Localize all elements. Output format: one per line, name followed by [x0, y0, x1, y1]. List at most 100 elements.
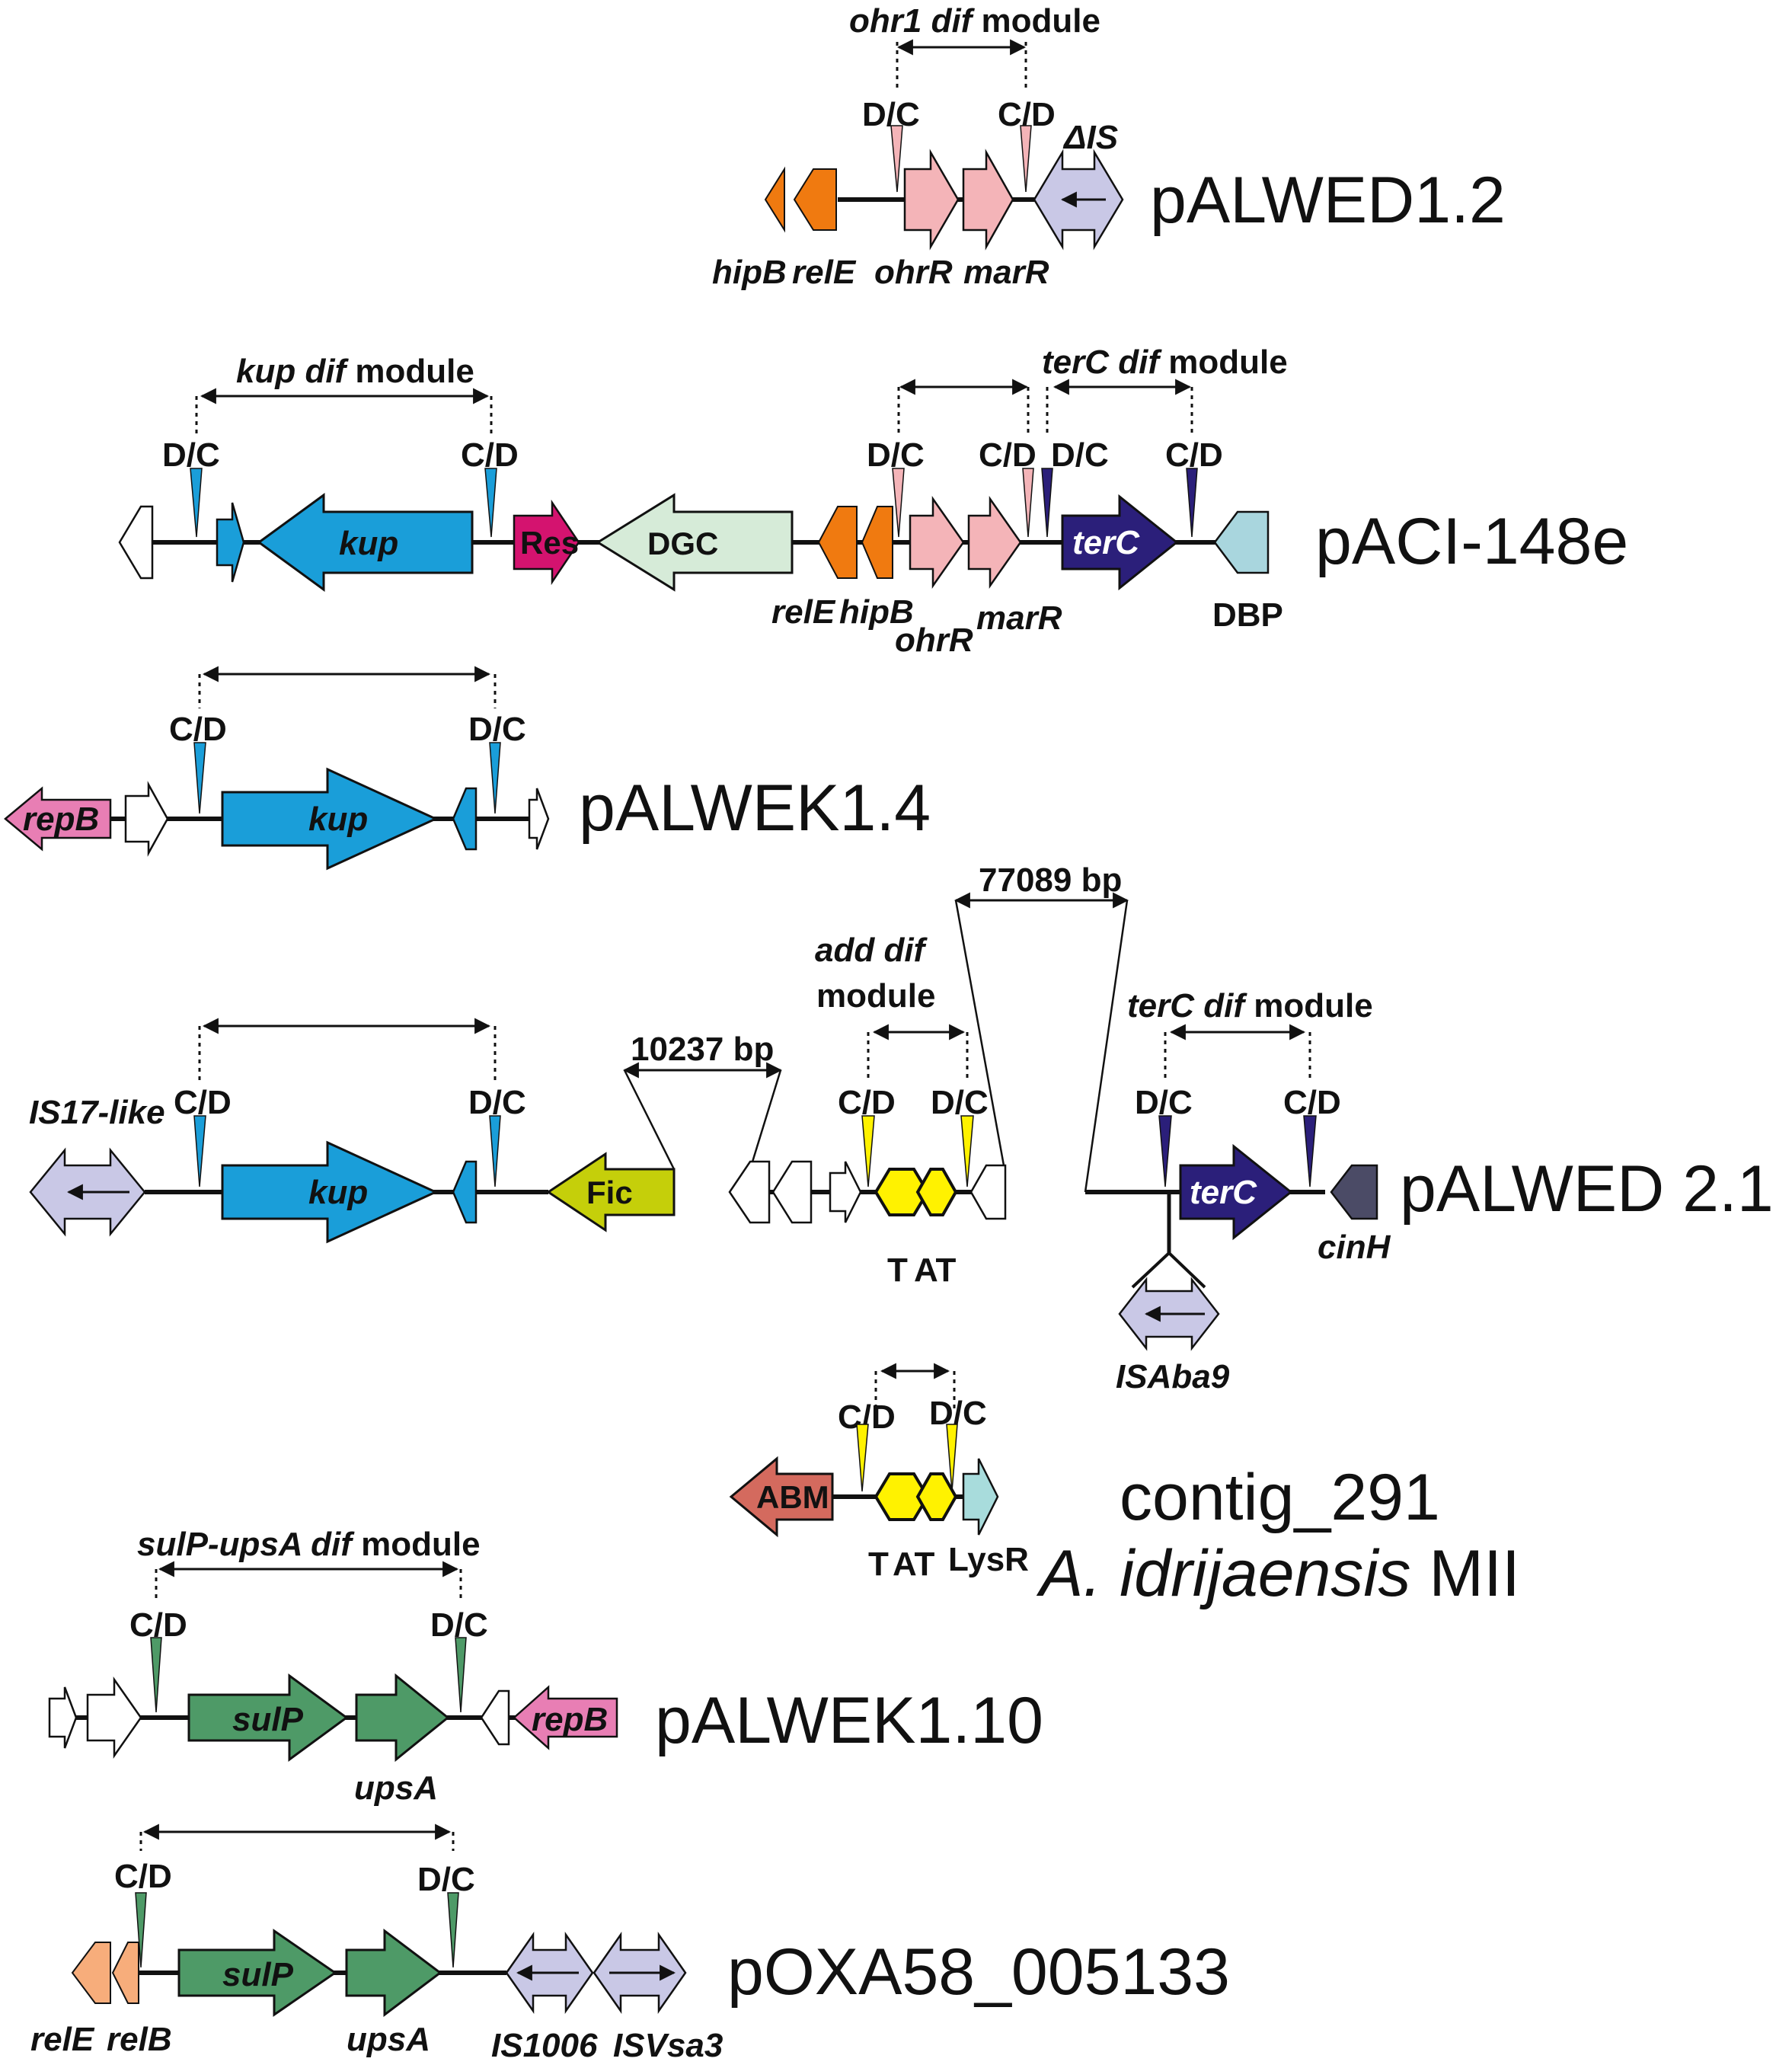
- dif-site-marker: [150, 1637, 162, 1713]
- module-title-add-line1: add dif: [815, 932, 928, 969]
- gene-sulP: [187, 1673, 349, 1762]
- module-title-sulP-upsA: sulP-upsA dif module: [137, 1526, 481, 1563]
- gene-label-T: T: [887, 1251, 908, 1289]
- site-label: D/C: [931, 1084, 989, 1121]
- insertion-branch: [1131, 1251, 1171, 1289]
- site-label: C/D: [1165, 436, 1223, 474]
- gap-connector: [1084, 900, 1129, 1193]
- site-label: C/D: [838, 1084, 896, 1121]
- orf-small-blue: [452, 1160, 478, 1224]
- gene-relE: [71, 1942, 111, 2004]
- gene-label-ISAba9: ISAba9: [1116, 1358, 1230, 1395]
- gene-relB: [111, 1942, 139, 2004]
- construct-pALWEK1.4: C/D D/C repB kup pALWEK1.4: [4, 666, 931, 871]
- gene-label-kup: kup: [308, 801, 368, 838]
- construct-name: pACI-148e: [1315, 505, 1628, 578]
- gene-marR: [962, 149, 1014, 251]
- gap-connector: [623, 1069, 676, 1170]
- dif-site-marker: [1158, 1115, 1172, 1187]
- gene-label-marR: marR: [963, 254, 1049, 291]
- gene-ABM: [729, 1456, 834, 1538]
- orf-unlabeled: [728, 1160, 771, 1224]
- site-label: C/D: [979, 436, 1037, 474]
- dif-site-marker: [1022, 468, 1034, 538]
- gene-sulP: [177, 1929, 337, 2017]
- site-label: D/C: [162, 436, 220, 474]
- dif-site-marker: [946, 1424, 958, 1492]
- gene-marR: [967, 496, 1022, 589]
- dif-site-marker: [489, 742, 501, 814]
- dif-site-marker: [890, 125, 903, 193]
- gene-LysR: [962, 1458, 999, 1536]
- construct-name: pALWED1.2: [1150, 164, 1506, 237]
- gene-ohrR: [909, 496, 965, 589]
- gene-label-terC: terC: [1190, 1174, 1257, 1211]
- site-label: D/C: [1135, 1084, 1193, 1121]
- gene-label-relB: relB: [107, 2021, 172, 2058]
- insertion-branch: [1168, 1251, 1206, 1289]
- dif-site-marker: [1020, 125, 1032, 193]
- gene-label-AT: AT: [914, 1251, 957, 1289]
- gene-label-hipB: hipB: [839, 593, 914, 631]
- gene-relE: [793, 168, 837, 231]
- gene-label-kup: kup: [339, 525, 398, 562]
- gene-label-sulP: sulP: [222, 1956, 294, 1993]
- module-title-kup: kup dif module: [236, 353, 474, 390]
- gene-label-upsA: upsA: [354, 1769, 438, 1807]
- gene-kup: [221, 1140, 439, 1244]
- orf-unlabeled: [86, 1676, 142, 1759]
- dif-site-marker: [856, 1424, 869, 1492]
- gene-repB: [4, 786, 112, 852]
- site-label: D/C: [1051, 436, 1109, 474]
- gene-label-relE: relE: [30, 2021, 95, 2058]
- dif-site-marker: [960, 1115, 974, 1187]
- site-label: C/D: [169, 711, 227, 748]
- dif-site-marker: [193, 742, 206, 814]
- gene-DBP: [1213, 510, 1270, 574]
- gene-cinH: [1330, 1164, 1378, 1220]
- site-label: D/C: [468, 1084, 526, 1121]
- dif-site-marker: [489, 1115, 501, 1187]
- gene-label-terC: terC: [1072, 524, 1140, 561]
- site-label: C/D: [461, 436, 519, 474]
- dif-site-marker: [447, 1892, 459, 1968]
- organism-name: A. idrijaensis MII: [1036, 1537, 1520, 1610]
- dif-site-marker: [861, 1115, 875, 1187]
- gene-label-ohrR: ohrR: [895, 622, 973, 659]
- orf-unlabeled: [528, 788, 550, 850]
- gene-label-Fic: Fic: [586, 1175, 633, 1210]
- gene-AT: [915, 1168, 958, 1216]
- gene-upsA: [345, 1928, 442, 2018]
- gene-label-sulP: sulP: [232, 1701, 304, 1738]
- site-label: C/D: [1283, 1084, 1341, 1121]
- gene-label-repB: repB: [532, 1701, 608, 1738]
- gene-hipB: [861, 506, 893, 579]
- gene-label-delta-IS: ΔIS: [1062, 119, 1118, 156]
- module-title-ohr1: ohr1 dif module: [849, 2, 1100, 40]
- gene-label-LysR: LysR: [948, 1541, 1029, 1578]
- gene-terC: [1061, 494, 1179, 591]
- construct-pALWED2.1: C/D D/C IS17-like kup Fic 10237 bp add d…: [29, 861, 1774, 1395]
- gene-repB: [513, 1685, 618, 1750]
- dif-site-marker: [455, 1637, 467, 1713]
- orf-unlabeled: [118, 505, 154, 580]
- module-title-terC: terC dif module: [1042, 344, 1288, 381]
- orf-unlabeled: [969, 1164, 1007, 1220]
- dif-site-marker: [190, 468, 203, 538]
- orf-small-blue: [216, 502, 245, 583]
- dif-site-marker: [484, 468, 497, 538]
- orf-unlabeled: [124, 781, 169, 857]
- orf-small-blue: [452, 787, 478, 851]
- gap-label: 77089 bp: [979, 861, 1122, 899]
- gene-Fic: [546, 1152, 676, 1232]
- orf-unlabeled: [771, 1160, 813, 1224]
- construct-name: pALWED 2.1: [1400, 1152, 1774, 1226]
- gene-label-repB: repB: [23, 801, 99, 838]
- gene-relE: [817, 506, 858, 579]
- construct-name: pOXA58_005133: [727, 1935, 1230, 2009]
- gene-label-kup: kup: [308, 1174, 368, 1211]
- construct-pALWEK1.10: sulP-upsA dif module C/D D/C sulP upsA r…: [48, 1526, 1043, 1807]
- dif-site-marker: [135, 1892, 147, 1968]
- gene-hipB: [764, 166, 785, 233]
